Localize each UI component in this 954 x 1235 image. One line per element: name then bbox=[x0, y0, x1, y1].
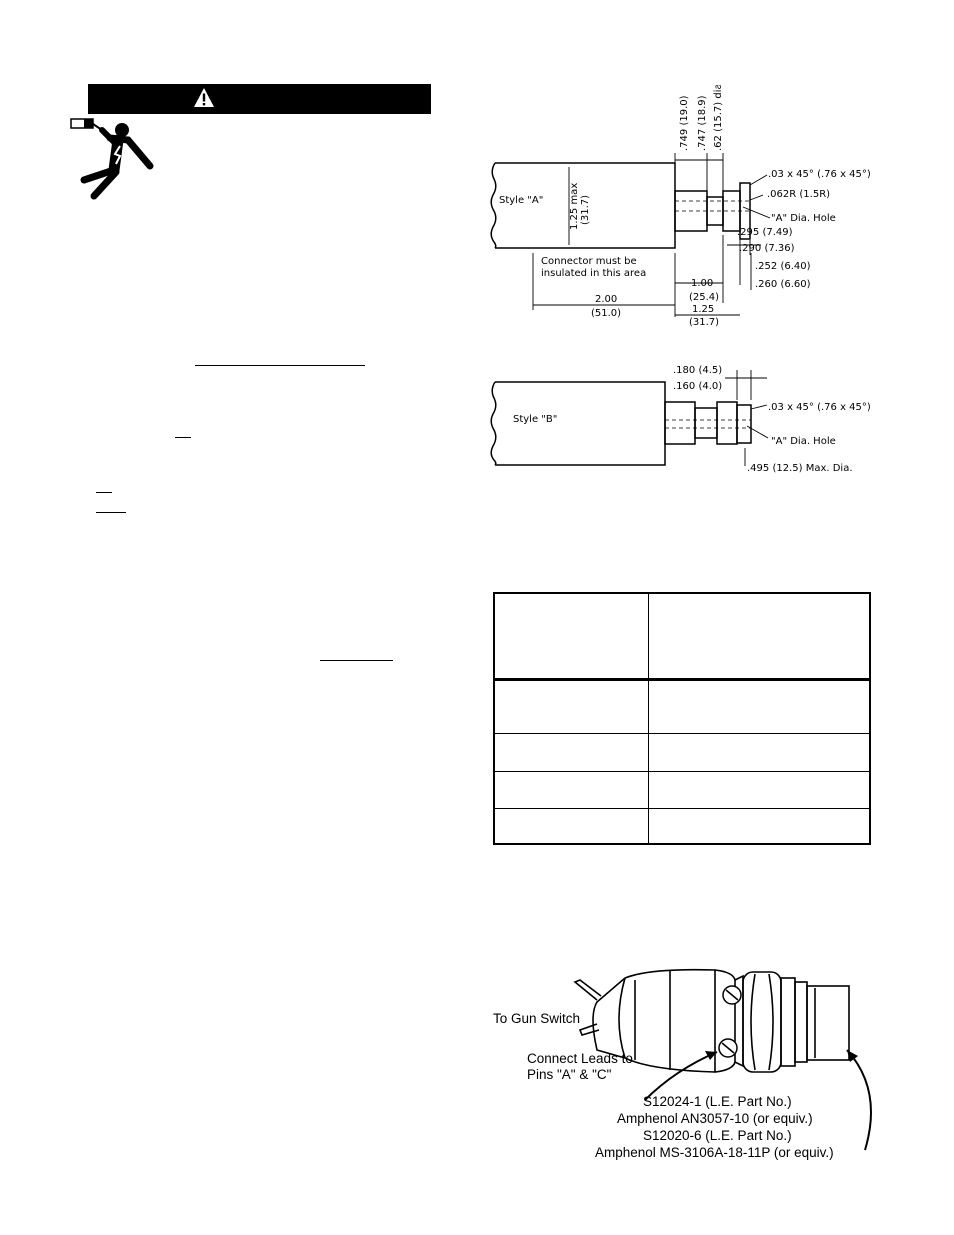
style-b-label: Style "B" bbox=[513, 414, 557, 425]
part-number-2: Amphenol AN3057-10 (or equiv.) bbox=[617, 1111, 813, 1126]
dim-180: .180 (4.5) bbox=[673, 365, 722, 376]
table-cell bbox=[648, 679, 871, 734]
style-a-label: Style "A" bbox=[499, 195, 543, 206]
table-cell bbox=[493, 592, 649, 681]
table-row bbox=[493, 733, 871, 772]
dim-295: .295 (7.49) bbox=[737, 227, 793, 238]
insulate-note-2: insulated in this area bbox=[541, 268, 646, 279]
to-gun-switch-label: To Gun Switch bbox=[493, 1011, 580, 1026]
table-cell bbox=[648, 592, 871, 681]
max-label-metric: (31.7) bbox=[580, 195, 591, 225]
radius-label: .062R (1.5R) bbox=[767, 189, 830, 200]
underline-rule bbox=[175, 437, 191, 438]
dim-290: .290 (7.36) bbox=[739, 243, 795, 254]
warning-banner bbox=[88, 84, 431, 114]
hole-label: "A" Dia. Hole bbox=[771, 436, 836, 447]
dim-747: .747 (18.9) bbox=[697, 95, 708, 151]
table-cell bbox=[648, 771, 871, 809]
hole-label: "A" Dia. Hole bbox=[771, 213, 836, 224]
insulate-note-1: Connector must be bbox=[541, 256, 637, 267]
chamfer-label: .03 x 45° (.76 x 45°) bbox=[768, 402, 871, 413]
dim-254: (25.4) bbox=[689, 292, 719, 303]
underline-rule bbox=[96, 512, 126, 513]
dim-317: (31.7) bbox=[689, 317, 719, 328]
dim-100: 1.00 bbox=[691, 278, 713, 289]
underline-rule bbox=[195, 365, 365, 366]
dim-125: 1.25 bbox=[692, 304, 714, 315]
part-number-3: S12020-6 (L.E. Part No.) bbox=[643, 1128, 792, 1143]
underline-rule bbox=[96, 492, 112, 493]
max-label: 1.25 max bbox=[569, 183, 580, 230]
style-a-drawing: .749 (19.0) .747 (18.9) .62 (15.7) dia. … bbox=[490, 85, 871, 328]
connector-illustration: To Gun Switch Connect Leads to Pins "A" … bbox=[493, 968, 872, 1160]
dim-260: .260 (6.60) bbox=[755, 279, 811, 290]
table-cell bbox=[648, 808, 871, 844]
dim-62: .62 (15.7) dia. bbox=[713, 85, 724, 151]
electric-shock-icon bbox=[70, 118, 154, 200]
underline-rule bbox=[320, 660, 393, 661]
chamfer-label: .03 x 45° (.76 x 45°) bbox=[768, 169, 871, 180]
table-cell bbox=[493, 733, 649, 772]
table-cell bbox=[493, 679, 649, 734]
dim-749: .749 (19.0) bbox=[679, 95, 690, 151]
connect-leads-label: Connect Leads to bbox=[527, 1051, 633, 1066]
warning-triangle-icon bbox=[194, 88, 214, 107]
dim-160: .160 (4.0) bbox=[673, 381, 722, 392]
style-b-drawing: .180 (4.5) .160 (4.0) Style "B" .03 x 45… bbox=[490, 365, 871, 474]
dim-200: 2.00 bbox=[595, 294, 617, 305]
dim-252: .252 (6.40) bbox=[755, 261, 811, 272]
part-number-4: Amphenol MS-3106A-18-11P (or equiv.) bbox=[595, 1145, 834, 1160]
dim-510: (51.0) bbox=[591, 308, 621, 319]
spec-table bbox=[493, 592, 871, 845]
max-dia-label: .495 (12.5) Max. Dia. bbox=[747, 463, 853, 474]
table-row bbox=[493, 808, 871, 844]
table-row bbox=[493, 771, 871, 809]
table-row bbox=[493, 679, 871, 734]
pins-label: Pins "A" & "C" bbox=[527, 1067, 612, 1082]
table-cell bbox=[493, 771, 649, 809]
table-cell bbox=[648, 733, 871, 772]
part-number-1: S12024-1 (L.E. Part No.) bbox=[643, 1094, 792, 1109]
table-cell bbox=[493, 808, 649, 844]
table-header-row bbox=[493, 592, 871, 681]
